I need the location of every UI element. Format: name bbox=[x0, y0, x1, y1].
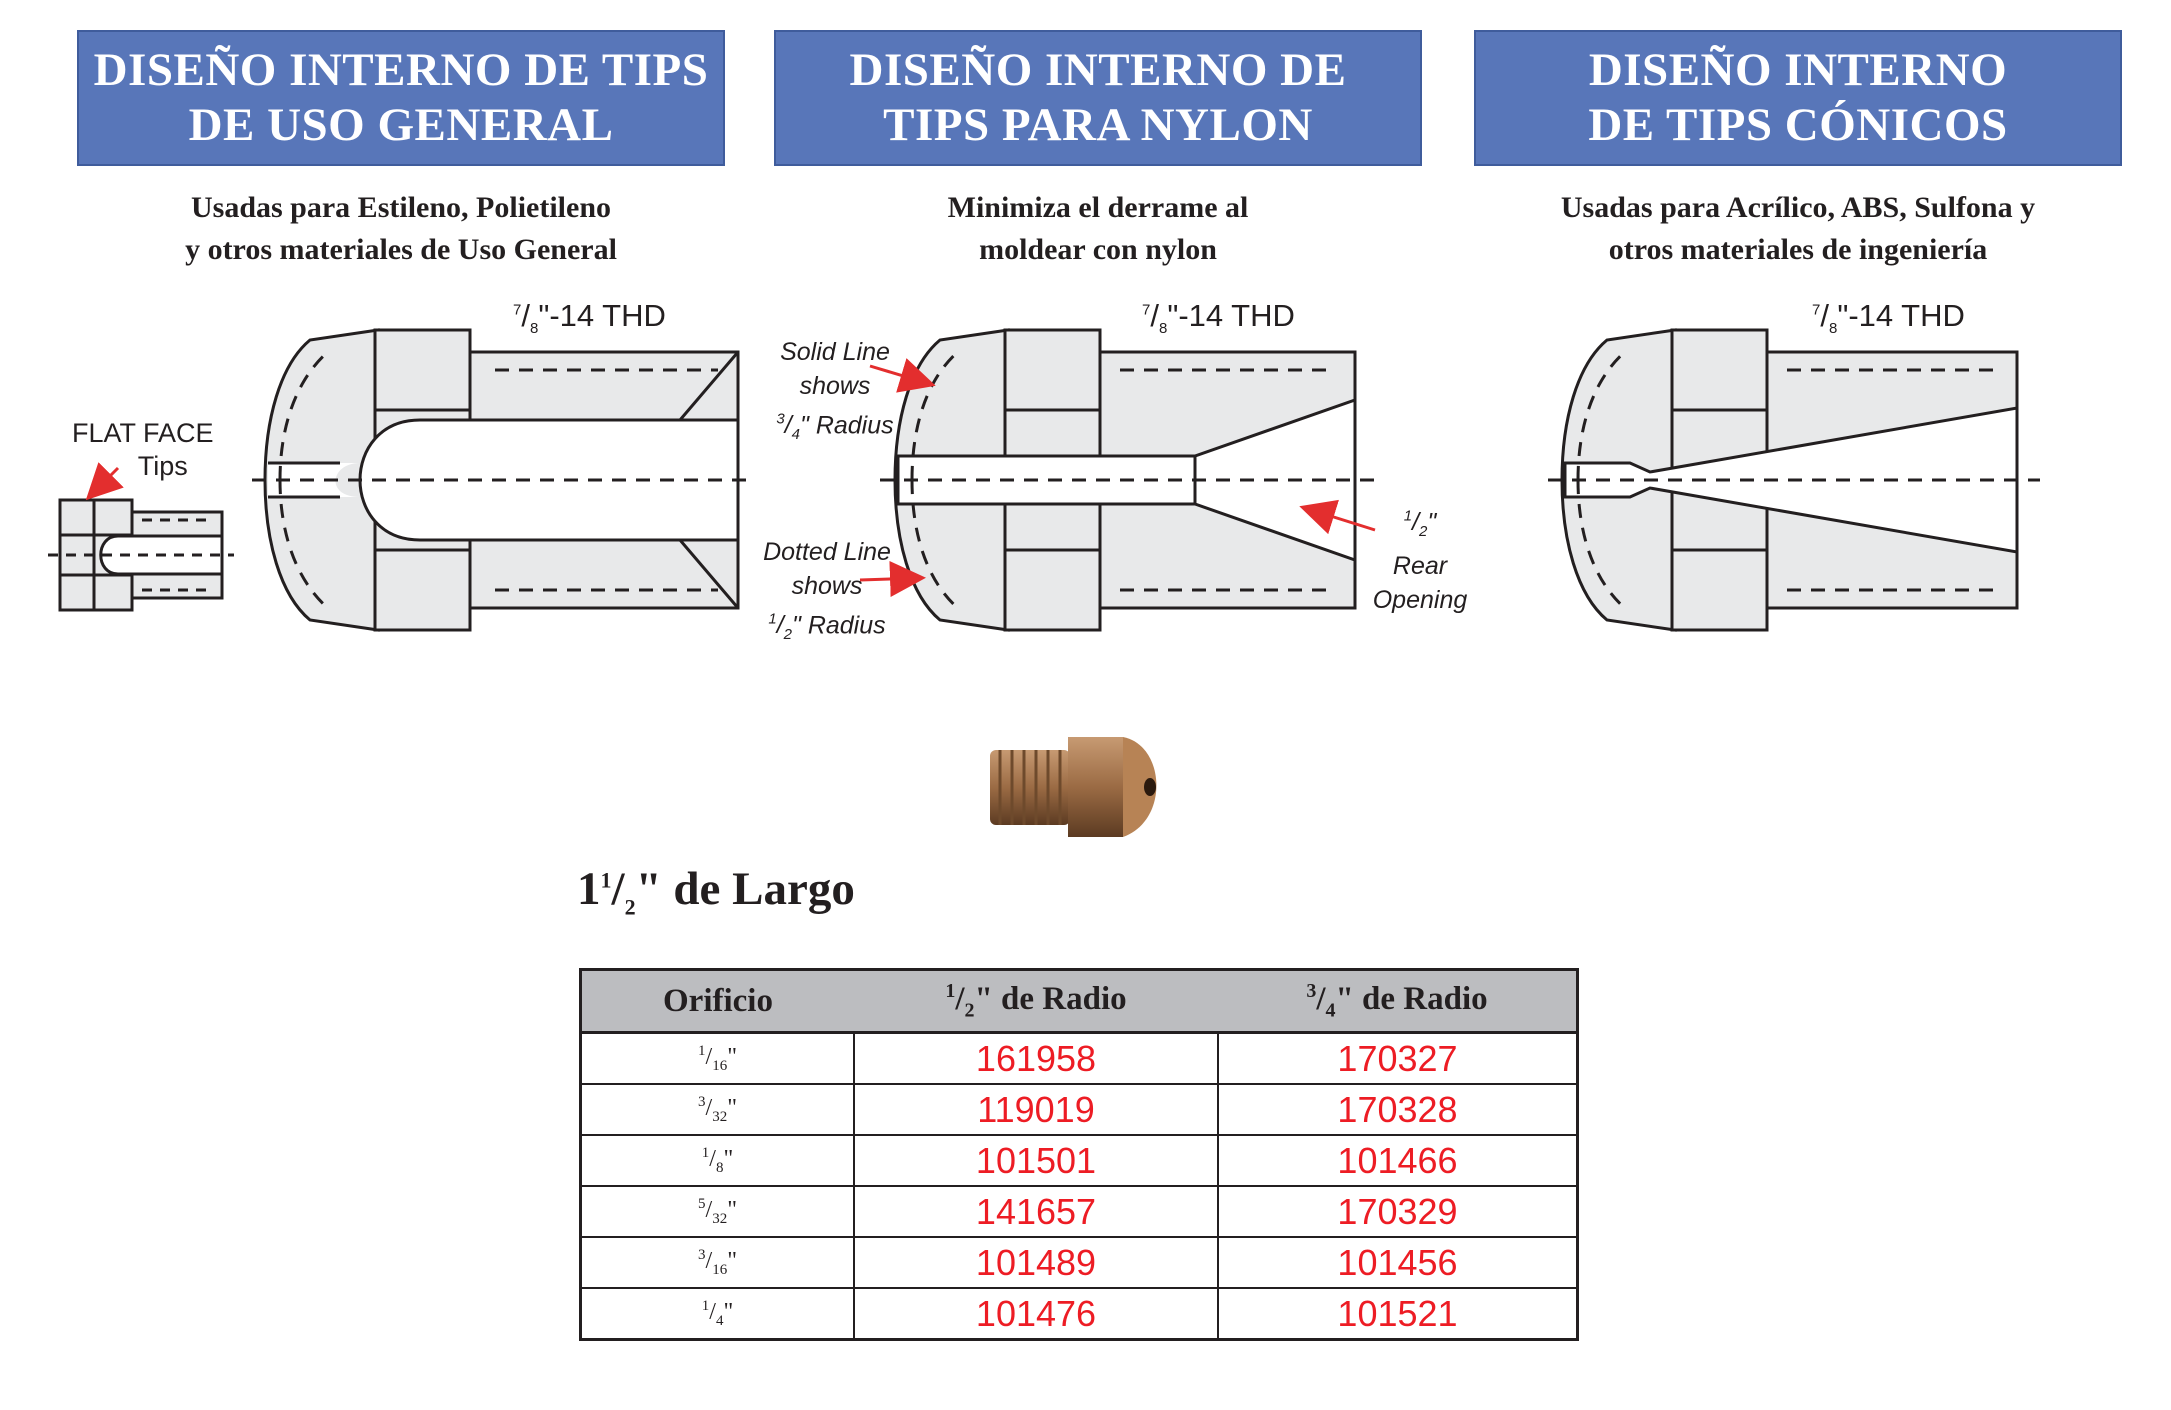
parts-table: Orificio 1/2" de Radio 3/4" de Radio 1/1… bbox=[579, 968, 1579, 1341]
cell-orificio: 3/32" bbox=[580, 1083, 855, 1135]
callout-text: Tips bbox=[137, 451, 188, 481]
cell-part-half-radius: 101476 bbox=[854, 1287, 1219, 1340]
cell-part-half-radius: 101501 bbox=[854, 1134, 1219, 1186]
length-title: 11/2" de Largo bbox=[577, 863, 855, 920]
subtitle-line: Usadas para Acrílico, ABS, Sulfona y bbox=[1560, 191, 2036, 224]
callout-text: Rear bbox=[1392, 552, 1448, 581]
header-radius-three-quarter: 3/4" de Radio bbox=[1218, 969, 1578, 1034]
cell-part-half-radius: 101489 bbox=[854, 1236, 1219, 1288]
title-line: DISEÑO INTERNO DE TIPS bbox=[93, 44, 709, 96]
callout-dotted-line: Dotted Line shows 1/2" Radius bbox=[752, 535, 902, 652]
callout-text: shows bbox=[791, 572, 863, 600]
thread-label: 7/8"-14 THD bbox=[513, 298, 666, 338]
callout-text: FLAT FACE bbox=[72, 418, 214, 448]
callout-text: Solid Line bbox=[780, 338, 890, 366]
cell-orificio: 3/16" bbox=[580, 1236, 855, 1288]
table-header-row: Orificio 1/2" de Radio 3/4" de Radio bbox=[580, 969, 1578, 1034]
cell-part-half-radius: 161958 bbox=[854, 1031, 1219, 1084]
header-orificio: Orificio bbox=[580, 969, 854, 1034]
thread-label: 7/8"-14 THD bbox=[1142, 298, 1295, 338]
subtitle-nylon: Minimiza el derrame al moldear con nylon bbox=[774, 187, 1422, 271]
cell-part-three-quarter-radius: 170328 bbox=[1218, 1083, 1578, 1135]
cell-part-three-quarter-radius: 170327 bbox=[1218, 1031, 1578, 1084]
subtitle-line: moldear con nylon bbox=[979, 233, 1217, 266]
callout-solid-line: Solid Line shows 3/4" Radius bbox=[770, 335, 900, 452]
callout-rear-opening: 1/2" Rear Opening bbox=[1360, 500, 1480, 617]
cell-orificio: 1/16" bbox=[580, 1031, 855, 1084]
callout-text: 1/2" Radius bbox=[768, 611, 886, 644]
cell-orificio: 1/4" bbox=[580, 1287, 855, 1340]
cell-part-half-radius: 141657 bbox=[854, 1185, 1219, 1237]
title-line: DE USO GENERAL bbox=[188, 99, 614, 151]
callout-text: 1/2" bbox=[1403, 508, 1437, 541]
callout-flat-face: FLAT FACE Tips bbox=[72, 417, 214, 483]
cell-orificio: 1/8" bbox=[580, 1134, 855, 1186]
subtitle-line: Minimiza el derrame al bbox=[947, 191, 1249, 224]
cell-part-three-quarter-radius: 101466 bbox=[1218, 1134, 1578, 1186]
callout-text: Dotted Line bbox=[763, 538, 891, 566]
subtitle-line: otros materiales de ingeniería bbox=[1608, 233, 1988, 266]
product-photo bbox=[990, 737, 1157, 837]
title-line: DE TIPS CÓNICOS bbox=[1588, 99, 2008, 151]
subtitle-general: Usadas para Estileno, Polietileno y otro… bbox=[77, 187, 725, 271]
title-line: TIPS PARA NYLON bbox=[883, 99, 1313, 151]
subtitle-line: y otros materiales de Uso General bbox=[185, 233, 617, 266]
callout-text: shows bbox=[799, 372, 871, 400]
title-line: DISEÑO INTERNO DE bbox=[849, 44, 1347, 96]
cell-part-three-quarter-radius: 170329 bbox=[1218, 1185, 1578, 1237]
subtitle-conicos: Usadas para Acrílico, ABS, Sulfona y otr… bbox=[1474, 187, 2122, 271]
callout-text: 3/4" Radius bbox=[776, 411, 894, 444]
thread-label: 7/8"-14 THD bbox=[1812, 298, 1965, 338]
subtitle-line: Usadas para Estileno, Polietileno bbox=[190, 191, 611, 224]
cell-part-three-quarter-radius: 101456 bbox=[1218, 1236, 1578, 1288]
cell-orificio: 5/32" bbox=[580, 1185, 855, 1237]
callout-text: Opening bbox=[1372, 586, 1468, 615]
cell-part-half-radius: 119019 bbox=[854, 1083, 1219, 1135]
header-radius-half: 1/2" de Radio bbox=[854, 969, 1218, 1034]
cell-part-three-quarter-radius: 101521 bbox=[1218, 1287, 1578, 1340]
title-line: DISEÑO INTERNO bbox=[1588, 44, 2008, 96]
